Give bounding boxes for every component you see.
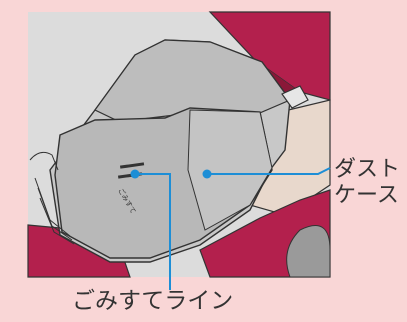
dust-case-label-line2: ケース: [334, 183, 399, 208]
dust-case-label: ダスト ケース: [334, 157, 400, 209]
callout-garbage-line: [130, 169, 171, 290]
release-button: [281, 85, 309, 109]
dust-case-front: [187, 109, 273, 231]
garbage-line-label: ごみすてライン: [72, 288, 234, 314]
vacuum-body-top: [208, 11, 331, 101]
vacuum-wheel: [286, 225, 331, 278]
dust-case-label-line1: ダスト: [334, 157, 401, 182]
callout-dust-case: [202, 167, 331, 179]
dust-case-ribs: [29, 151, 75, 245]
